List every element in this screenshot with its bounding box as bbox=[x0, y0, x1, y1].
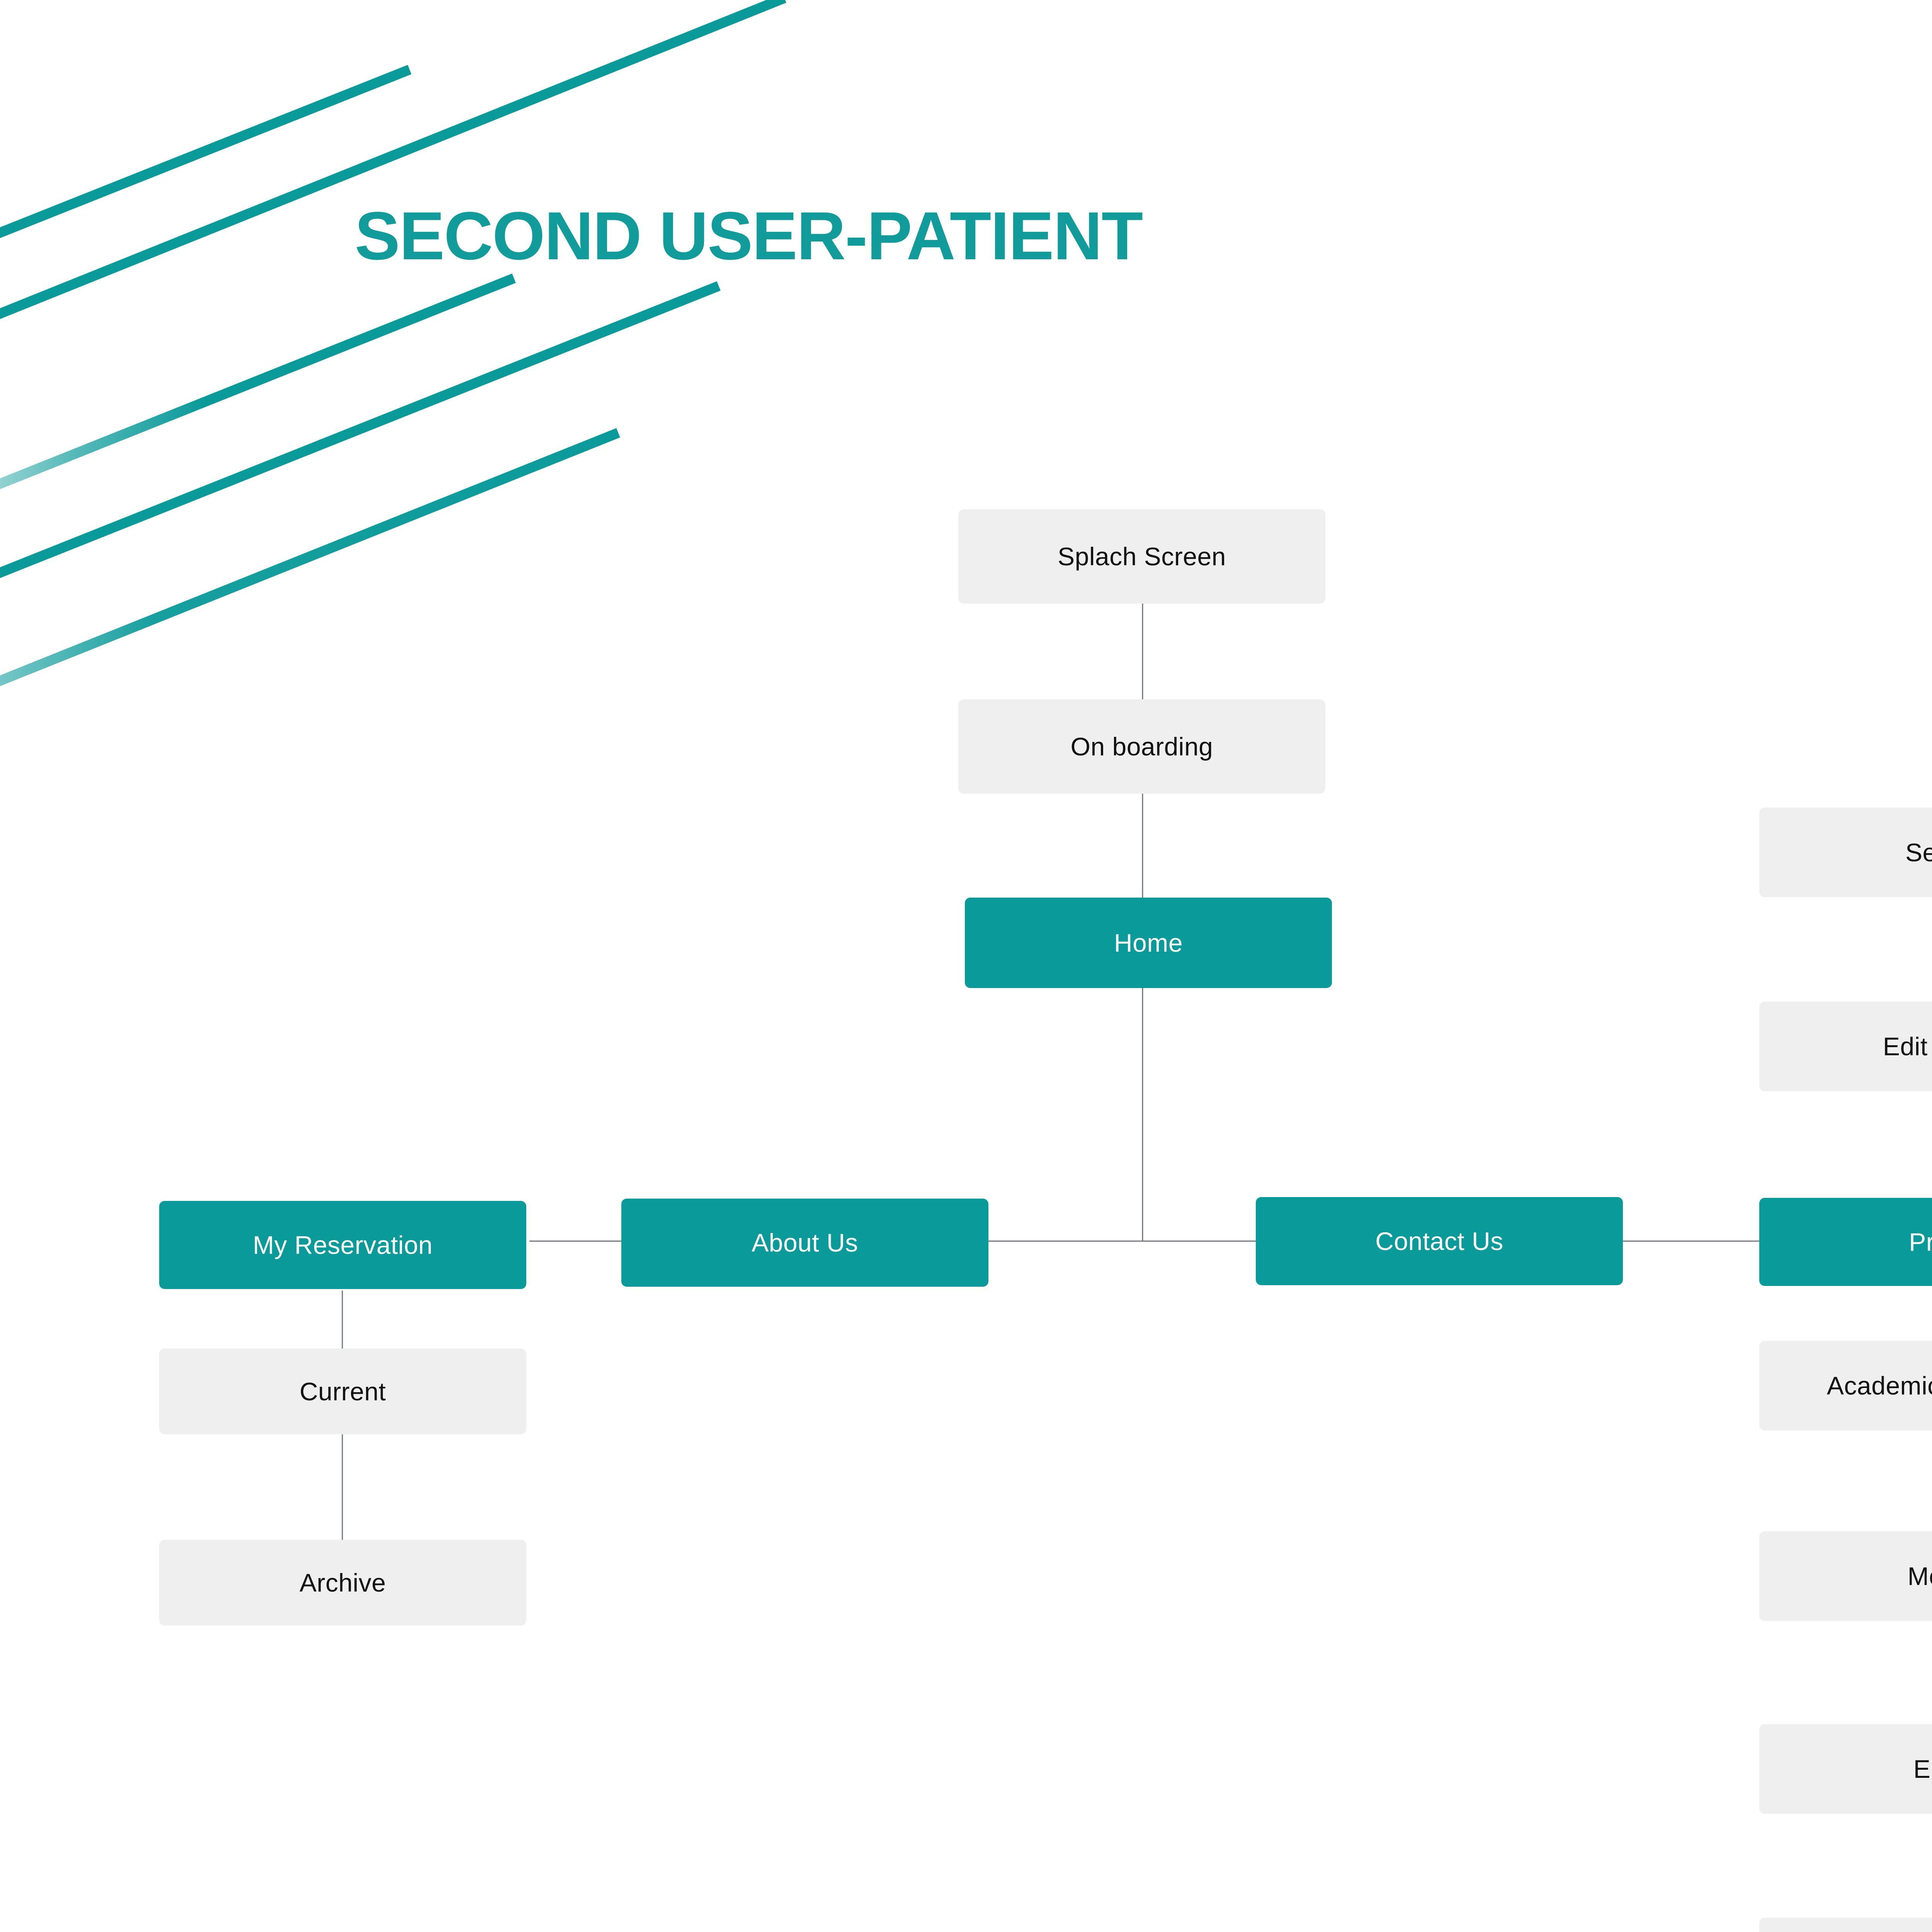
node-label: Academic Certificate bbox=[1827, 1371, 1932, 1400]
node-label: Home bbox=[1114, 928, 1183, 957]
node-mobile[interactable]: Mobile bbox=[1759, 1531, 1932, 1621]
node-bio[interactable]: Bio bbox=[1759, 1918, 1932, 1932]
node-on-boarding[interactable]: On boarding bbox=[958, 699, 1325, 794]
node-label: My Reservation bbox=[253, 1230, 433, 1259]
node-label: About Us bbox=[752, 1228, 858, 1257]
node-label: Mobile bbox=[1907, 1561, 1932, 1590]
deco-stripe-1 bbox=[0, 65, 412, 238]
node-archive[interactable]: Archive bbox=[159, 1540, 526, 1626]
node-label: Splach Screen bbox=[1058, 542, 1226, 571]
page-title: SECOND USER-PATIENT bbox=[355, 198, 1143, 274]
node-academic-certificate[interactable]: Academic Certificate bbox=[1759, 1341, 1932, 1430]
node-label: Setting bbox=[1905, 838, 1932, 867]
node-contact-us[interactable]: Contact Us bbox=[1256, 1197, 1623, 1285]
node-label: Current bbox=[299, 1377, 386, 1406]
node-label: On boarding bbox=[1070, 732, 1213, 761]
node-edit-profile[interactable]: Edit Profile bbox=[1759, 1002, 1932, 1091]
node-label: Contact Us bbox=[1375, 1226, 1503, 1255]
deco-stripe-4 bbox=[0, 281, 721, 578]
node-home[interactable]: Home bbox=[965, 898, 1332, 988]
node-splach-screen[interactable]: Splach Screen bbox=[958, 509, 1325, 604]
node-setting[interactable]: Setting bbox=[1759, 808, 1932, 897]
node-current[interactable]: Current bbox=[159, 1349, 526, 1434]
node-label: Archive bbox=[299, 1568, 386, 1597]
deco-stripe-3 bbox=[0, 273, 516, 490]
node-label: Profile bbox=[1909, 1227, 1932, 1256]
deco-stripe-5 bbox=[0, 428, 620, 686]
node-my-reservation[interactable]: My Reservation bbox=[159, 1201, 526, 1289]
node-about-us[interactable]: About Us bbox=[621, 1199, 988, 1287]
node-label: Edit Profile bbox=[1883, 1032, 1932, 1061]
node-label: Email bbox=[1913, 1754, 1932, 1783]
decorative-diagonal-stripes bbox=[0, 0, 786, 686]
node-email[interactable]: Email bbox=[1759, 1724, 1932, 1814]
node-profile[interactable]: Profile bbox=[1759, 1198, 1932, 1286]
deco-stripe-2 bbox=[0, 0, 786, 319]
